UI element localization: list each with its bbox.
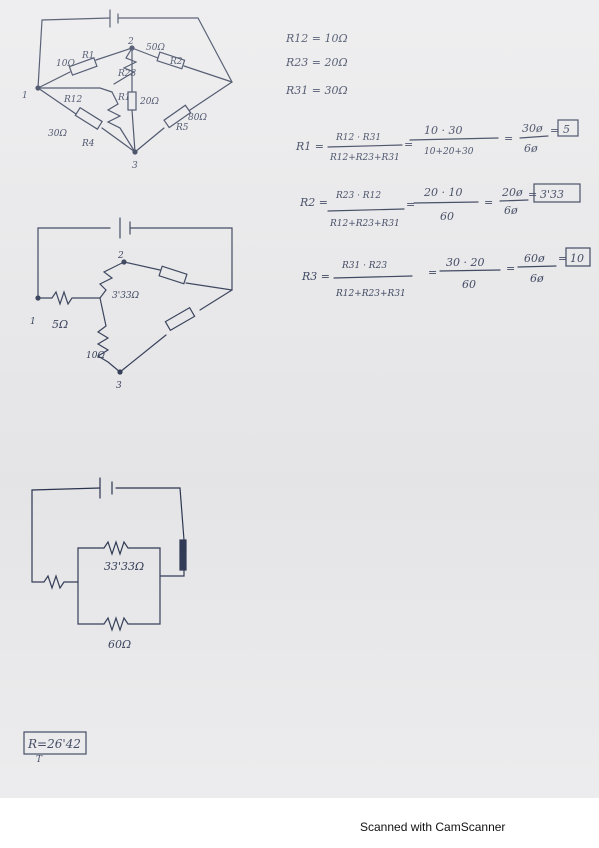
eq1-numerator-values: 10 · 30 xyxy=(424,124,462,137)
c3-load-block xyxy=(179,539,187,571)
eq1-eq-sign-2: = xyxy=(504,132,513,145)
c2-r333-value: 3'33Ω xyxy=(112,291,140,301)
eq3-result: 10 xyxy=(570,252,584,265)
c2-r10-value: 10Ω xyxy=(86,351,105,361)
c1-node-3-label: 3 xyxy=(132,161,138,171)
eq3-simplified-num: 60ø xyxy=(524,252,545,265)
eq3-eq-sign-2: = xyxy=(506,262,515,275)
c1-r1-name: R1 xyxy=(81,51,95,61)
eq2-result-box xyxy=(533,183,581,203)
eq1-eq-sign-3: = xyxy=(550,124,559,137)
scanned-page: 1 2 3 10Ω R1 50Ω R2 20Ω R1 80Ω R5 30Ω R4… xyxy=(0,0,599,798)
eq3-eq-sign-3: = xyxy=(558,252,567,265)
eq3-denominator: R12+R23+R31 xyxy=(335,289,406,299)
eq1-eq-sign: = xyxy=(404,138,413,151)
eq1-denominator: R12+R23+R31 xyxy=(329,153,400,163)
eq1-numerator: R12 · R31 xyxy=(335,133,381,143)
c1-resistor-r1 xyxy=(68,57,98,76)
c1-r3-value: 20Ω xyxy=(139,97,159,107)
eq3-numerator-values: 30 · 20 xyxy=(446,256,484,269)
c1-r5-value: 80Ω xyxy=(188,113,207,123)
circuit-2 xyxy=(35,217,233,375)
eq2-denominator-values: 60 xyxy=(440,210,454,223)
eq1-simplified-den: 6ø xyxy=(524,142,538,155)
c1-node-1-label: 1 xyxy=(22,91,28,101)
eq2-simplified-num: 20ø xyxy=(501,186,523,199)
c1-resistor-r2 xyxy=(156,51,186,70)
c1-r4-value: 30Ω xyxy=(48,129,67,139)
c3-r3333-value: 33'33Ω xyxy=(104,560,144,573)
eq3-lhs: R3 = xyxy=(301,270,330,283)
c1-node-2-label: 2 xyxy=(127,37,134,47)
c2-resistor-bottom xyxy=(164,306,196,332)
c2-node-3-label: 3 xyxy=(116,381,122,391)
c1-r5-name: R5 xyxy=(175,123,189,133)
circuit-1 xyxy=(35,9,233,155)
eq2-numerator-values: 20 · 10 xyxy=(423,186,462,199)
c1-r3-name: R1 xyxy=(117,93,131,103)
given-r23: R23 = 20Ω xyxy=(285,56,348,69)
c2-r5-value: 5Ω xyxy=(52,318,68,331)
eq1-denominator-values: 10+20+30 xyxy=(424,147,474,157)
c2-node-1-label: 1 xyxy=(30,317,36,327)
eq2-lhs: R2 = xyxy=(299,196,328,209)
c1-resistor-r4 xyxy=(74,106,103,130)
eq1-result-box xyxy=(557,119,579,137)
eq2-eq-sign: = xyxy=(406,198,415,211)
final-answer-box xyxy=(23,731,87,755)
final-answer-subscript: T xyxy=(36,755,43,765)
eq1-lhs: R1 = xyxy=(295,140,324,153)
eq1-simplified-num: 30ø xyxy=(522,122,543,135)
eq2-simplified-den: 6ø xyxy=(504,204,518,217)
c1-r2-name: R2 xyxy=(169,57,183,67)
eq1-result: 5 xyxy=(563,123,570,136)
eq3-numerator: R31 · R23 xyxy=(341,261,387,271)
c2-node-2-label: 2 xyxy=(117,251,124,261)
scanner-footer: Scanned with CamScanner xyxy=(0,798,599,848)
scanner-watermark: Scanned with CamScanner xyxy=(360,820,506,834)
c2-resistor-top xyxy=(158,265,188,285)
eq3-eq-sign: = xyxy=(428,266,437,279)
c1-r1-value: 10Ω xyxy=(56,59,75,69)
eq2-eq-sign-3: = xyxy=(528,188,537,201)
eq2-numerator: R23 · R12 xyxy=(335,191,381,201)
eq2-result: 3'33 xyxy=(540,188,564,201)
c1-rb-name: R23 xyxy=(117,69,137,79)
eq3-result-box xyxy=(565,247,591,267)
c1-r2-value: 50Ω xyxy=(146,43,165,53)
eq2-eq-sign-2: = xyxy=(484,196,493,209)
eq2-denominator: R12+R23+R31 xyxy=(329,219,400,229)
final-answer: R=26'42 xyxy=(27,737,81,751)
c3-r60-value: 60Ω xyxy=(108,638,131,651)
given-r31: R31 = 30Ω xyxy=(285,84,348,97)
given-r12: R12 = 10Ω xyxy=(285,32,348,45)
eq3-denominator-values: 60 xyxy=(462,278,476,291)
c1-resistor-r5 xyxy=(163,104,192,129)
handwriting-layer: 1 2 3 10Ω R1 50Ω R2 20Ω R1 80Ω R5 30Ω R4… xyxy=(22,9,591,765)
circuit-3 xyxy=(31,477,187,632)
c1-ra-name: R12 xyxy=(63,95,83,105)
c1-r4-name: R4 xyxy=(81,139,95,149)
eq3-simplified-den: 6ø xyxy=(530,272,544,285)
